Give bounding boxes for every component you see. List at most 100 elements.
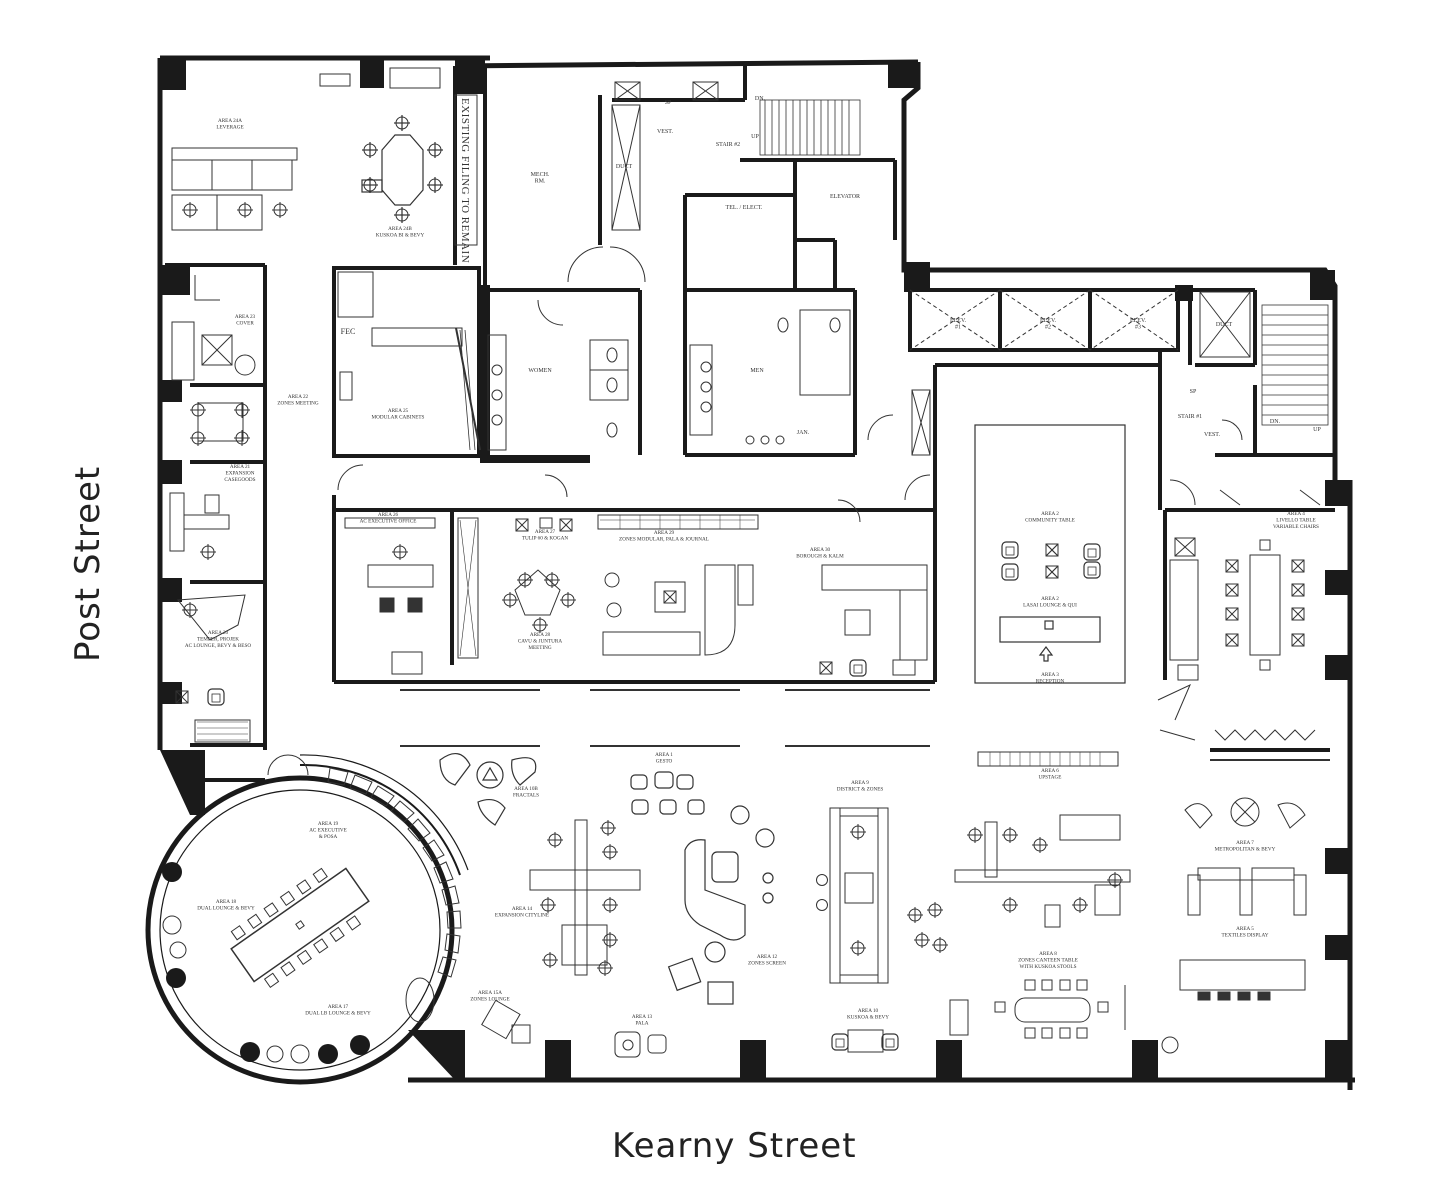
label-line: TEXTILES DISPLAY xyxy=(1222,933,1269,939)
room-label-vest1: VEST. xyxy=(657,129,674,135)
room-label-men: MEN xyxy=(750,368,764,374)
executive-office-area-26 xyxy=(344,517,479,675)
label-line: TEMPER, PROJEK xyxy=(197,637,239,643)
label-line: ZONES SCREEN xyxy=(748,961,786,967)
label-line: UP xyxy=(751,134,759,140)
meeting-area-22 xyxy=(189,401,251,447)
room-label-dn1: DN. xyxy=(755,96,766,102)
label-line: CAVU & JUNTURA xyxy=(518,639,563,645)
lounge-area-15a-13-10 xyxy=(481,999,1179,1058)
label-line: ZONES CANTEEN TABLE xyxy=(1018,958,1078,964)
label-line: DN. xyxy=(755,96,766,102)
exterior-walls xyxy=(157,55,1355,1090)
label-line: ZONES MODULAR, PALA & JOURNAL xyxy=(619,537,709,543)
district-zones-area-9 xyxy=(816,807,949,984)
label-line: GESTO xyxy=(656,759,673,765)
label-line: AREA 28 xyxy=(530,632,551,638)
room-label-elevator: ELEVATOR xyxy=(830,194,860,200)
label-line: SP xyxy=(665,100,672,106)
room-label-duct1: DUCT xyxy=(616,164,633,170)
label-line: MEN xyxy=(750,368,764,374)
label-line: AC LOUNGE, BEVY & BESO xyxy=(185,643,251,649)
room-label-sp2: SP xyxy=(1190,389,1197,395)
label-line: AREA 26 xyxy=(378,512,399,518)
label-line: AREA 27 xyxy=(535,529,556,535)
cityline-area-14 xyxy=(529,819,641,977)
label-line: LEVERAGE xyxy=(216,125,243,131)
label-line: WITH KUSKOA STOOLS xyxy=(1020,964,1077,970)
label-line: ELEVATOR xyxy=(830,194,860,200)
existing-filing-cabinet xyxy=(454,94,478,246)
room-label-elev3: ELEV.#3 xyxy=(1130,318,1147,331)
room-label-stair2: STAIR #2 xyxy=(716,142,740,148)
label-line: AREA 30 xyxy=(810,547,831,553)
upstage-area-6 xyxy=(954,751,1131,928)
label-line: AREA 25 xyxy=(388,408,409,414)
label-line: DUCT xyxy=(1216,322,1233,328)
label-line: AREA 21 xyxy=(230,464,251,470)
label-line: AREA 9 xyxy=(851,780,869,786)
label-line: AREA 1 xyxy=(655,752,673,758)
label-line: ZONES MEETING xyxy=(277,401,319,407)
label-line: MECH. xyxy=(531,172,550,178)
fractals-area-10b xyxy=(439,753,537,826)
label-line: AC EXECUTIVE xyxy=(309,828,347,834)
label-line: AREA 12 xyxy=(757,954,778,960)
street-label-post: Post Street xyxy=(68,465,108,662)
room-label-up1: UP xyxy=(751,134,759,140)
label-line: DUAL LOUNGE & BEVY xyxy=(197,906,255,912)
label-line: AREA 7 xyxy=(1236,840,1254,846)
label-line: AREA 5 xyxy=(1236,926,1254,932)
glass-partitions xyxy=(400,689,1330,761)
label-line: VEST. xyxy=(657,129,674,135)
label-line: TULIP 60 & KOGAN xyxy=(522,536,569,542)
canteen-table-area-8 xyxy=(949,979,1126,1039)
label-line: AREA 2 xyxy=(1041,596,1059,602)
label-line: JAN. xyxy=(797,430,810,436)
label-line: ELEV. xyxy=(1040,318,1057,324)
label-line: AREA 3 xyxy=(1041,672,1059,678)
label-line: EXPANSION CITYLINE xyxy=(495,913,549,919)
label-line: DUCT xyxy=(616,164,633,170)
label-line: ELEV. xyxy=(1130,318,1147,324)
label-line: RM. xyxy=(535,179,546,185)
label-line: STAIR #1 xyxy=(1178,414,1202,420)
existing-filing-note: EXISTING FILING TO REMAIN xyxy=(459,98,471,263)
label-line: AREA 13 xyxy=(632,1014,653,1020)
room-label-telelect: TEL. / ELECT. xyxy=(726,205,763,211)
label-line: AREA 10 xyxy=(858,1008,879,1014)
label-line: VARIABLE CHAIRS xyxy=(1273,524,1319,530)
label-line: AREA 23 xyxy=(235,314,256,320)
label-line: MEETING xyxy=(528,645,552,651)
label-line: AREA 29 xyxy=(654,530,675,536)
room-label-duct2: DUCT xyxy=(1216,322,1233,328)
furniture-area-23 xyxy=(171,275,256,381)
modular-cabinets-area-25 xyxy=(337,271,481,451)
restroom-fixtures xyxy=(487,309,851,451)
door-swings xyxy=(267,246,1321,776)
label-line: FRACTALS xyxy=(513,793,539,799)
label-line: METROPOLITAN & BEVY xyxy=(1215,847,1276,853)
label-line: FEC xyxy=(341,327,356,336)
label-line: BOROUGH & KALM xyxy=(796,554,844,560)
interior-walls xyxy=(165,62,1335,782)
label-line: AREA 6 xyxy=(1041,768,1059,774)
label-line: AREA 20 xyxy=(208,630,229,636)
